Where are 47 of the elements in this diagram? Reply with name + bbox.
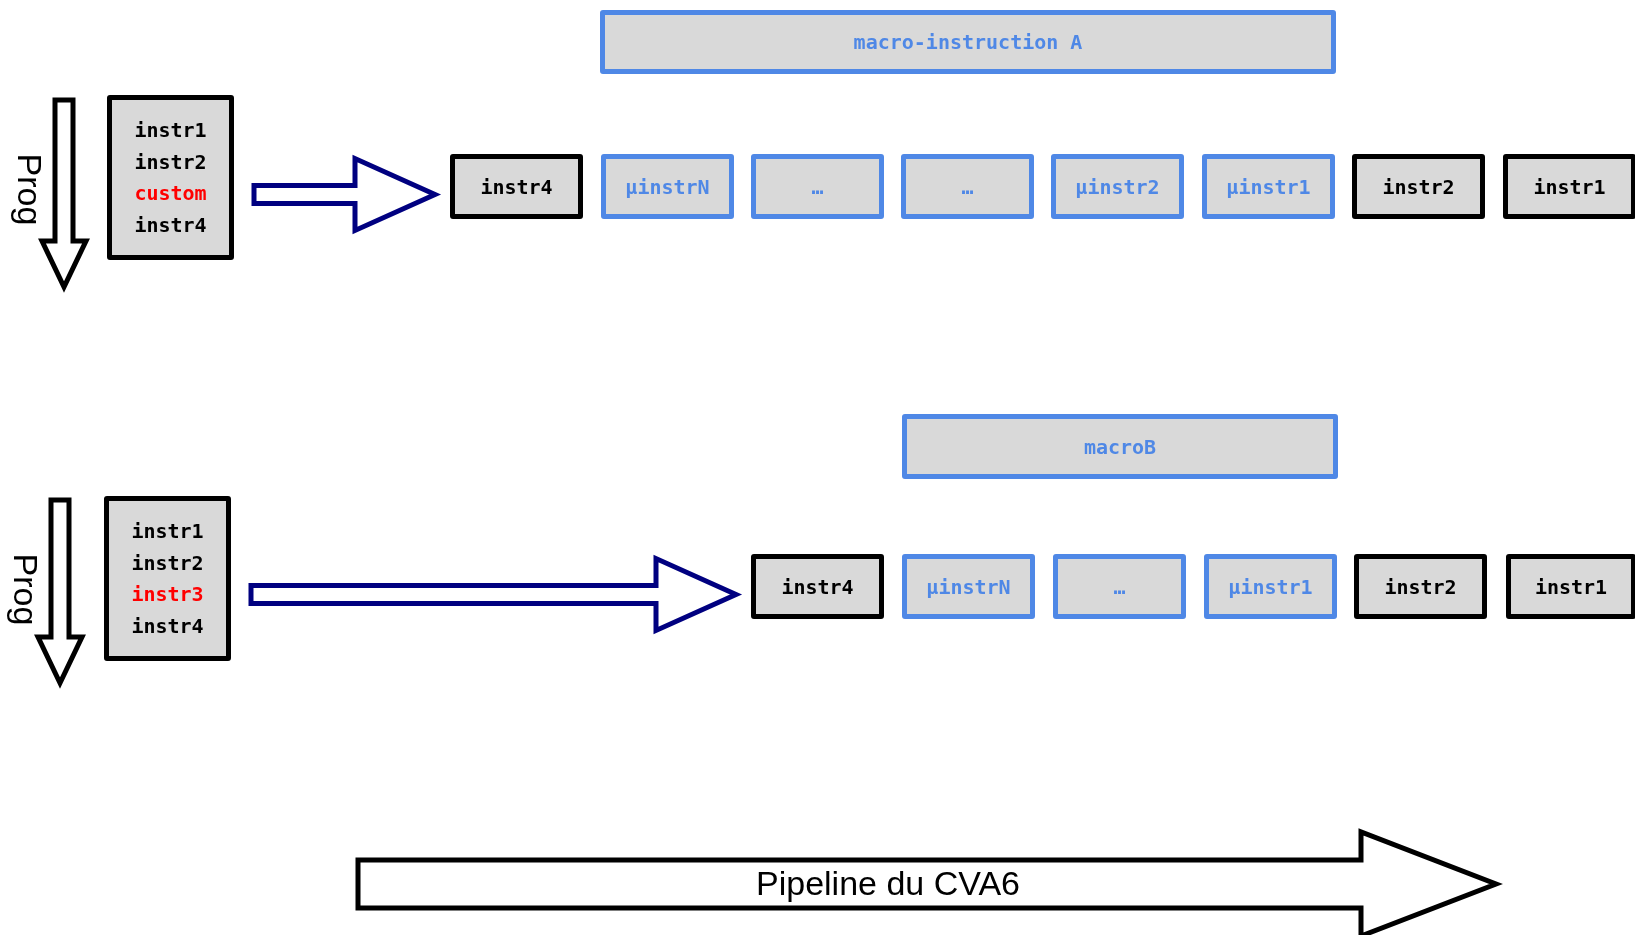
box-text: macroB <box>1083 434 1157 459</box>
instruction-box <box>1352 154 1485 219</box>
instruction-box <box>1354 554 1487 619</box>
box-text: instr1 <box>1533 174 1606 199</box>
block-arrow <box>248 554 743 635</box>
program-listing-box <box>104 496 231 661</box>
box-text: … <box>811 174 824 199</box>
box-text: instr2 <box>1384 574 1457 599</box>
instruction-text: instr3 <box>131 582 204 607</box>
micro-instruction-box <box>751 154 884 219</box>
box-text: instr4 <box>781 574 854 599</box>
box-text: instr2 <box>1382 174 1455 199</box>
instruction-text: instr1 <box>131 518 204 543</box>
instruction-box <box>1503 154 1635 219</box>
box-text: µinstrN <box>625 174 710 199</box>
instruction-text: instr4 <box>134 213 207 238</box>
program-listing-box <box>107 95 234 260</box>
pipeline-label: Pipeline du CVA6 <box>756 864 1020 903</box>
instruction-text: instr2 <box>131 550 204 575</box>
box-text: µinstr1 <box>1228 574 1313 599</box>
box-text: … <box>1113 574 1126 599</box>
macro-instruction-bar <box>600 10 1336 74</box>
box-text: µinstr2 <box>1075 174 1160 199</box>
direction-label: Prog <box>10 153 50 226</box>
micro-instruction-box <box>1202 154 1335 219</box>
block-arrow <box>251 154 442 235</box>
instruction-box <box>450 154 583 219</box>
box-text: µinstrN <box>926 574 1011 599</box>
instruction-text: instr4 <box>131 614 204 639</box>
instruction-box <box>1506 554 1635 619</box>
box-text: … <box>961 174 974 199</box>
instruction-text: custom <box>134 181 207 206</box>
box-text: instr4 <box>480 174 553 199</box>
micro-instruction-box <box>1051 154 1184 219</box>
box-text: macro-instruction A <box>853 30 1083 54</box>
box-text: instr1 <box>1534 574 1608 599</box>
instruction-box <box>751 554 884 619</box>
micro-instruction-box <box>901 154 1034 219</box>
micro-instruction-box <box>601 154 734 219</box>
micro-instruction-box <box>1053 554 1186 619</box>
direction-label: Prog <box>6 553 46 626</box>
macro-instruction-bar <box>902 414 1338 479</box>
micro-instruction-box <box>1204 554 1337 619</box>
micro-instruction-box <box>902 554 1035 619</box>
instruction-text: instr2 <box>134 149 207 174</box>
instruction-text: instr1 <box>134 117 207 142</box>
box-text: µinstr1 <box>1226 174 1311 199</box>
